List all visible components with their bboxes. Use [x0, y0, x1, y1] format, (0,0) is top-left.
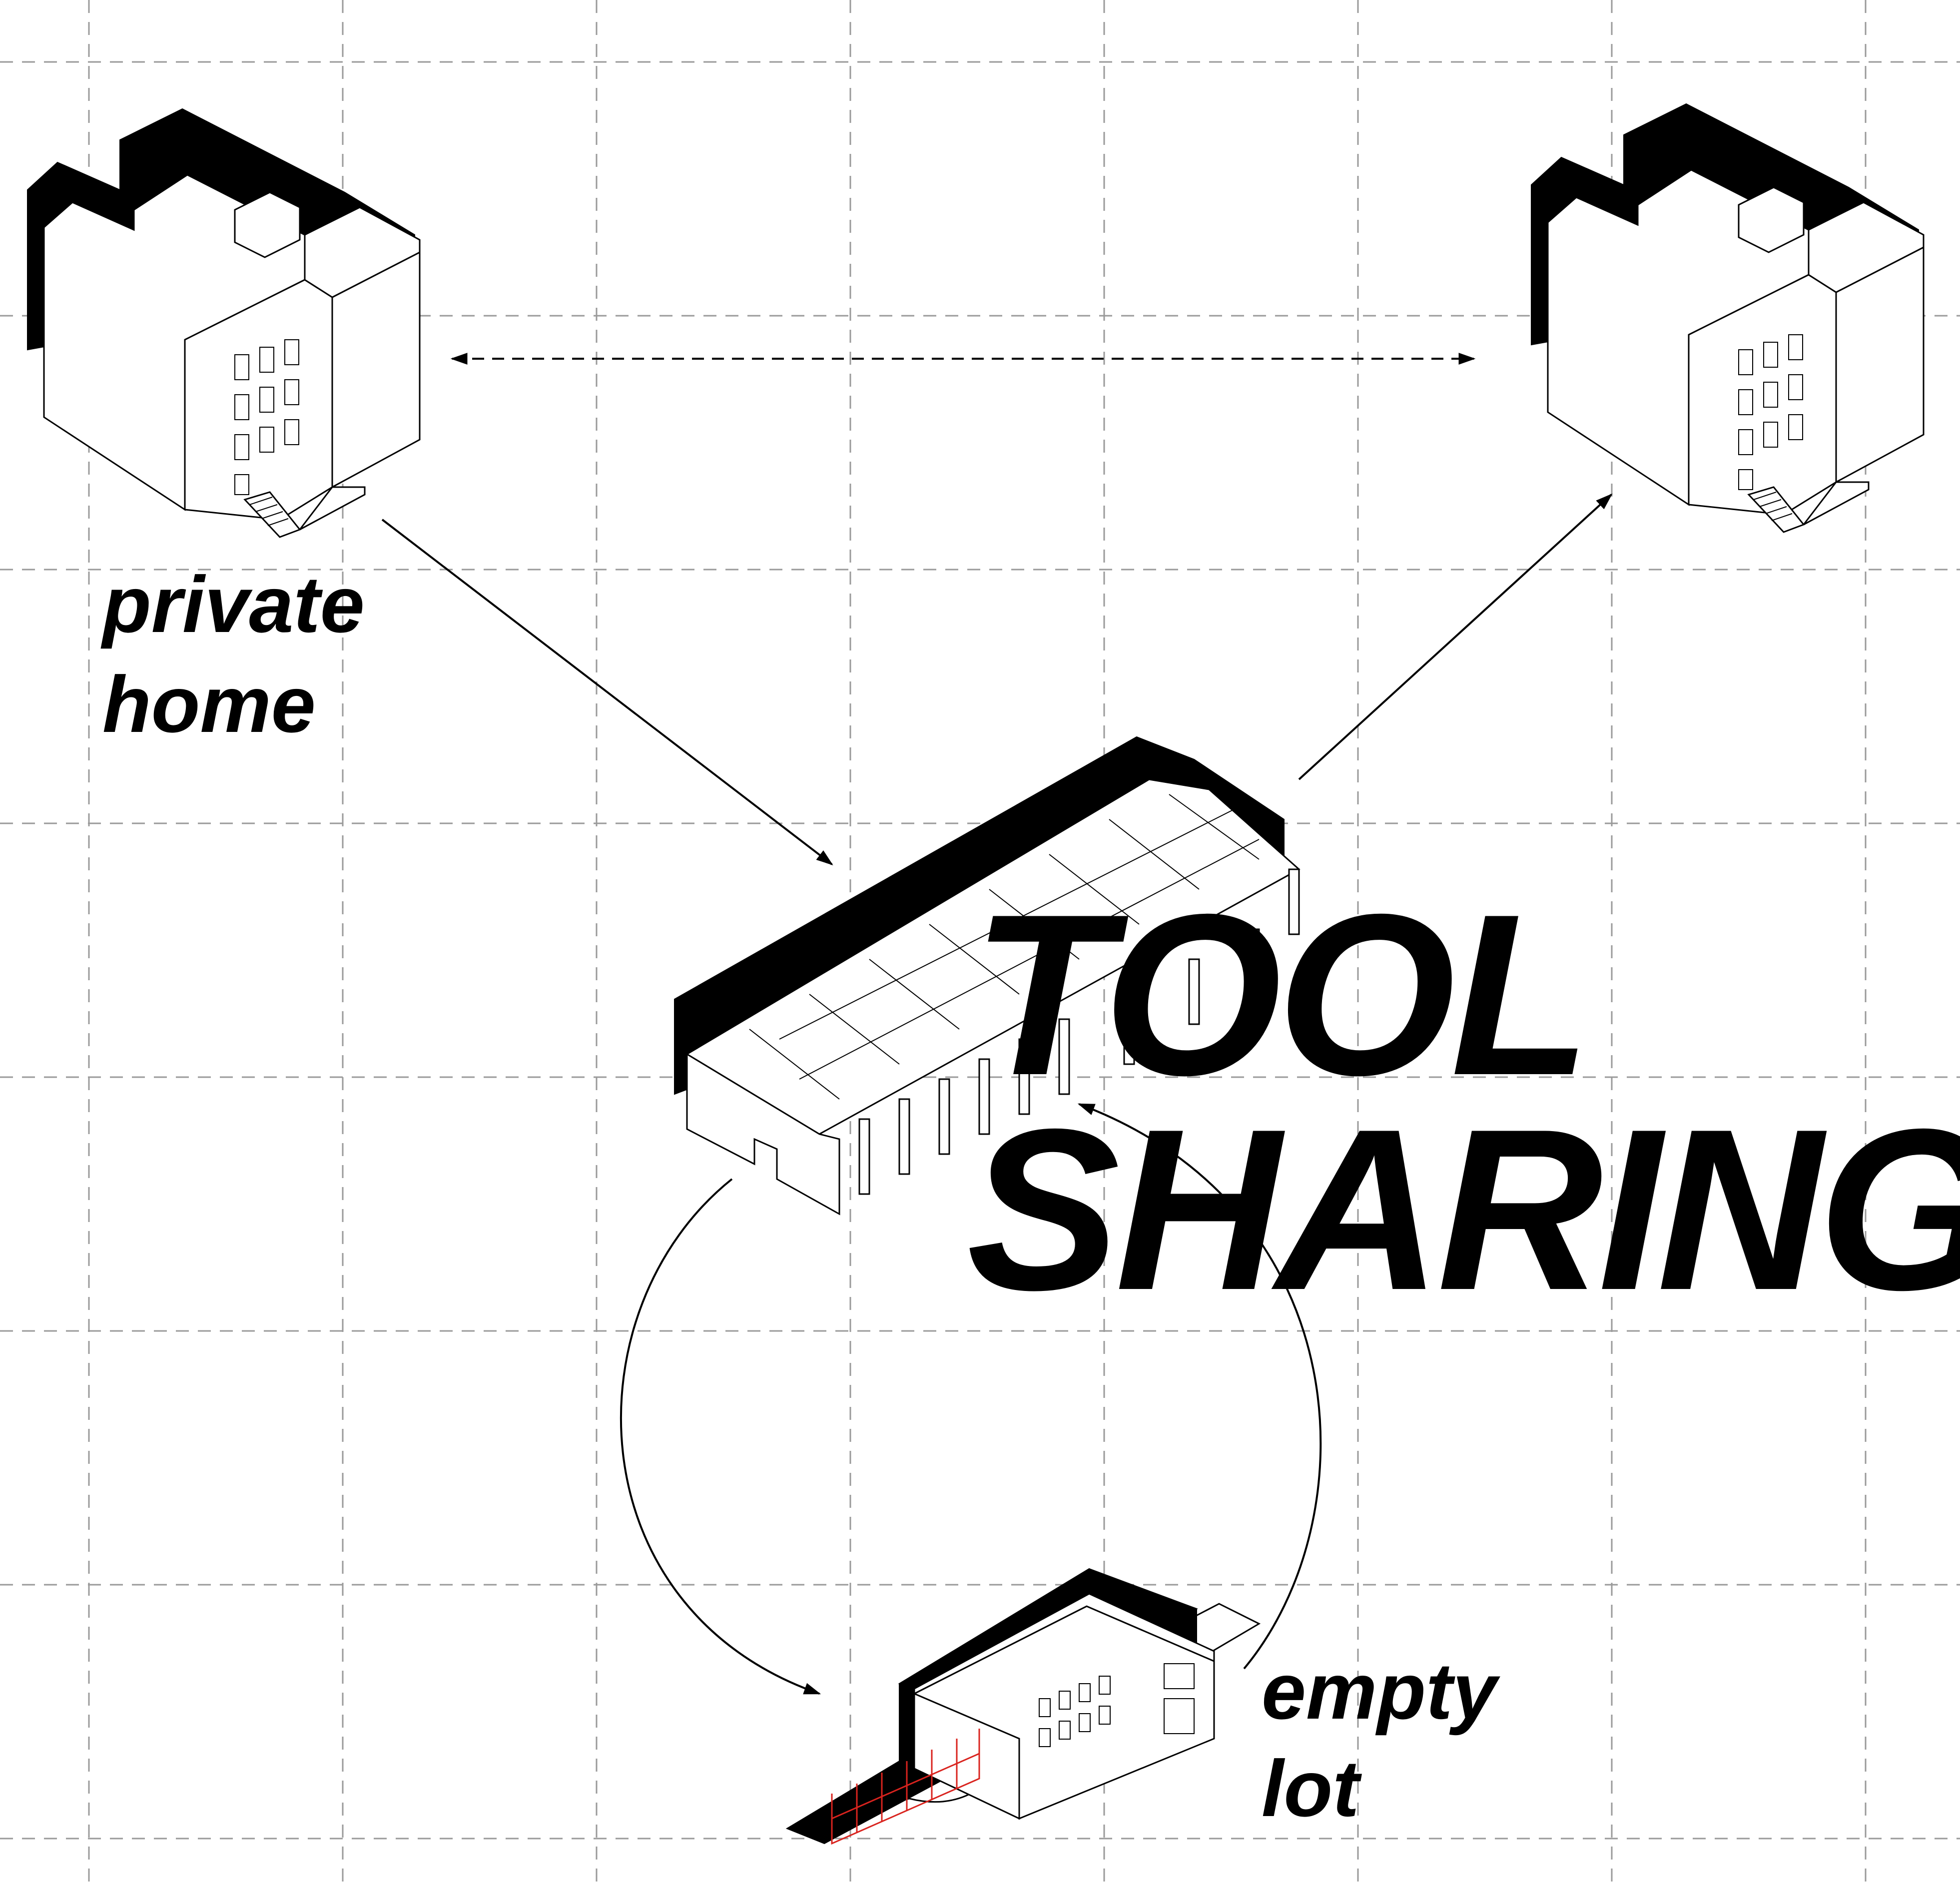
tool-shed-columns — [858, 868, 1300, 1195]
arrow-shed-to-neighbor — [1298, 493, 1613, 780]
tool-shed-gable-wall — [686, 1053, 840, 1216]
arrow-shed-to-lot — [620, 1178, 821, 1695]
private-home-building — [27, 108, 421, 538]
neighbor-home-building — [1531, 103, 1925, 533]
empty-lot-roof — [913, 1593, 1215, 1695]
empty-lot-windows — [1039, 1663, 1195, 1747]
empty-lot-label-line2: lot — [1262, 1744, 1362, 1833]
arrow-lot-to-shed — [1077, 1103, 1322, 1670]
private-home-label-line2: home — [102, 659, 316, 749]
neighbor-home-roof — [1808, 201, 1925, 293]
private-home-roof — [304, 206, 421, 298]
labels: TOOL SHARING private home empty lot — [100, 560, 1960, 1833]
empty-lot-building — [785, 1568, 1261, 1845]
tool-shed-frame — [749, 794, 1260, 1100]
neighbor-home-windows — [1738, 334, 1803, 490]
flow-arrows — [381, 353, 1613, 1695]
arrow-home-to-shed — [381, 519, 833, 866]
title-line2: SHARING — [967, 1082, 1960, 1338]
title-line1: TOOL — [972, 867, 1586, 1123]
private-home-bulkhead — [234, 191, 301, 258]
private-home-windows — [234, 339, 299, 495]
empty-lot-fence — [831, 1729, 980, 1845]
neighbor-home-bulkhead — [1738, 186, 1805, 253]
private-home-label-line1: private — [100, 560, 365, 649]
empty-lot-label-line1: empty — [1262, 1646, 1500, 1736]
neighbor-home-stoop — [1747, 481, 1870, 533]
private-home-stoop — [243, 486, 366, 538]
tool-shed-building — [674, 736, 1301, 1216]
